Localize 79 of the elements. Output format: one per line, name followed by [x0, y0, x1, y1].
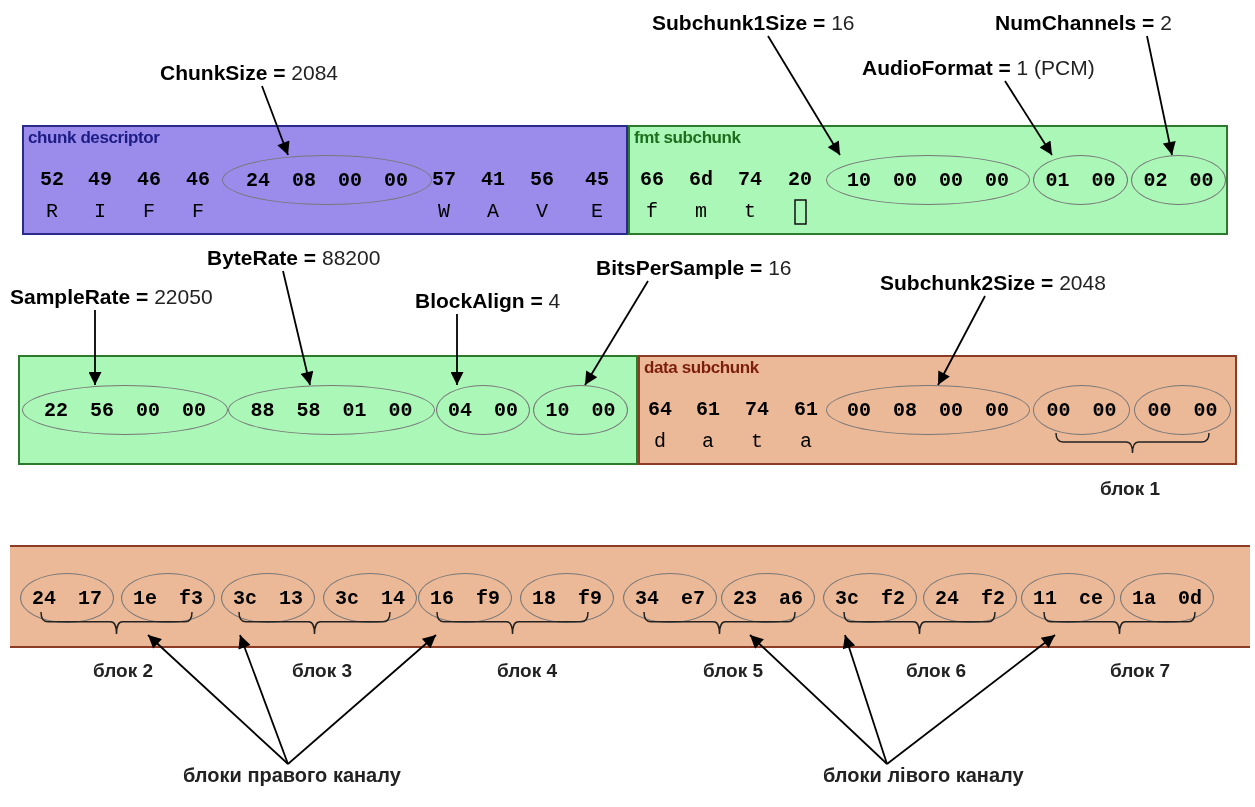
arrow: [1004, 80, 1053, 156]
curly-brace: [643, 611, 796, 635]
hex-byte: 74: [745, 399, 769, 421]
hex-byte: 52: [40, 169, 64, 191]
arrow: [282, 270, 314, 386]
section-heading: data subchunk: [644, 358, 759, 378]
ascii-char: a: [800, 431, 812, 453]
hex-byte: 74: [738, 169, 762, 191]
group-caption: блоки лівого каналу: [823, 764, 1024, 787]
arrow: [584, 280, 649, 386]
field-label: NumChannels = 2: [995, 10, 1172, 36]
group-caption: блоки правого каналу: [183, 764, 401, 787]
section-heading: fmt subchunk: [634, 128, 741, 148]
ascii-char: F: [192, 201, 204, 223]
field-label: BlockAlign = 4: [415, 288, 561, 314]
field-label: AudioFormat = 1 (PCM): [862, 55, 1095, 81]
ascii-char: I: [94, 201, 106, 223]
hex-byte: 45: [585, 169, 609, 191]
section-heading: chunk descriptor: [28, 128, 160, 148]
ascii-char: t: [751, 431, 763, 453]
arrow: [749, 634, 888, 765]
hex-byte: 20: [788, 169, 812, 191]
hex-byte: 61: [794, 399, 818, 421]
ascii-char: R: [46, 201, 58, 223]
block-label: блок 6: [906, 660, 966, 682]
ascii-char: W: [438, 201, 450, 223]
hex-byte: 56: [530, 169, 554, 191]
ascii-char: t: [744, 201, 756, 223]
hex-byte: 6d: [689, 169, 713, 191]
block-label: блок 2: [93, 660, 153, 682]
curly-brace: [1043, 611, 1196, 635]
arrow: [238, 634, 289, 765]
field-label: ByteRate = 88200: [207, 245, 381, 271]
arrow: [886, 634, 1056, 765]
field-label: Subchunk2Size = 2048: [880, 270, 1106, 296]
block-label: блок 4: [497, 660, 557, 682]
hex-byte: 66: [640, 169, 664, 191]
ascii-char: f: [646, 201, 658, 223]
ascii-char: E: [591, 201, 603, 223]
chunk-band: [638, 355, 1237, 465]
field-label: BitsPerSample = 16: [596, 255, 792, 281]
hex-byte: 46: [137, 169, 161, 191]
arrow: [450, 313, 464, 386]
curly-brace: [40, 611, 193, 635]
ascii-char: m: [695, 201, 707, 223]
arrow: [287, 634, 437, 765]
block-label: блок 1: [1100, 478, 1160, 500]
field-label: ChunkSize = 2084: [160, 60, 338, 86]
ascii-char: V: [536, 201, 548, 223]
ascii-char: F: [143, 201, 155, 223]
curly-brace: [843, 611, 996, 635]
arrow: [842, 634, 888, 765]
arrow: [147, 634, 289, 765]
block-label: блок 5: [703, 660, 763, 682]
chunk-band: [18, 355, 638, 465]
field-label: Subchunk1Size = 16: [652, 10, 855, 36]
field-label: SampleRate = 22050: [10, 284, 213, 310]
ascii-char: a: [702, 431, 714, 453]
block-label: блок 3: [292, 660, 352, 682]
chunk-band: [22, 125, 628, 235]
ascii-char: d: [654, 431, 666, 453]
arrow: [1146, 35, 1176, 156]
hex-byte: 57: [432, 169, 456, 191]
curly-brace: [1055, 432, 1210, 454]
curly-brace: [238, 611, 391, 635]
hex-byte: 41: [481, 169, 505, 191]
ascii-char: A: [487, 201, 499, 223]
arrow: [767, 35, 841, 156]
hex-byte: 46: [186, 169, 210, 191]
curly-brace: [436, 611, 589, 635]
arrow: [88, 309, 102, 386]
chunk-band: [10, 545, 1250, 648]
hex-byte: 64: [648, 399, 672, 421]
hex-byte: 61: [696, 399, 720, 421]
chunk-band: [628, 125, 1228, 235]
arrow: [937, 295, 986, 386]
block-label: блок 7: [1110, 660, 1170, 682]
hex-byte: 49: [88, 169, 112, 191]
arrow: [261, 85, 290, 156]
